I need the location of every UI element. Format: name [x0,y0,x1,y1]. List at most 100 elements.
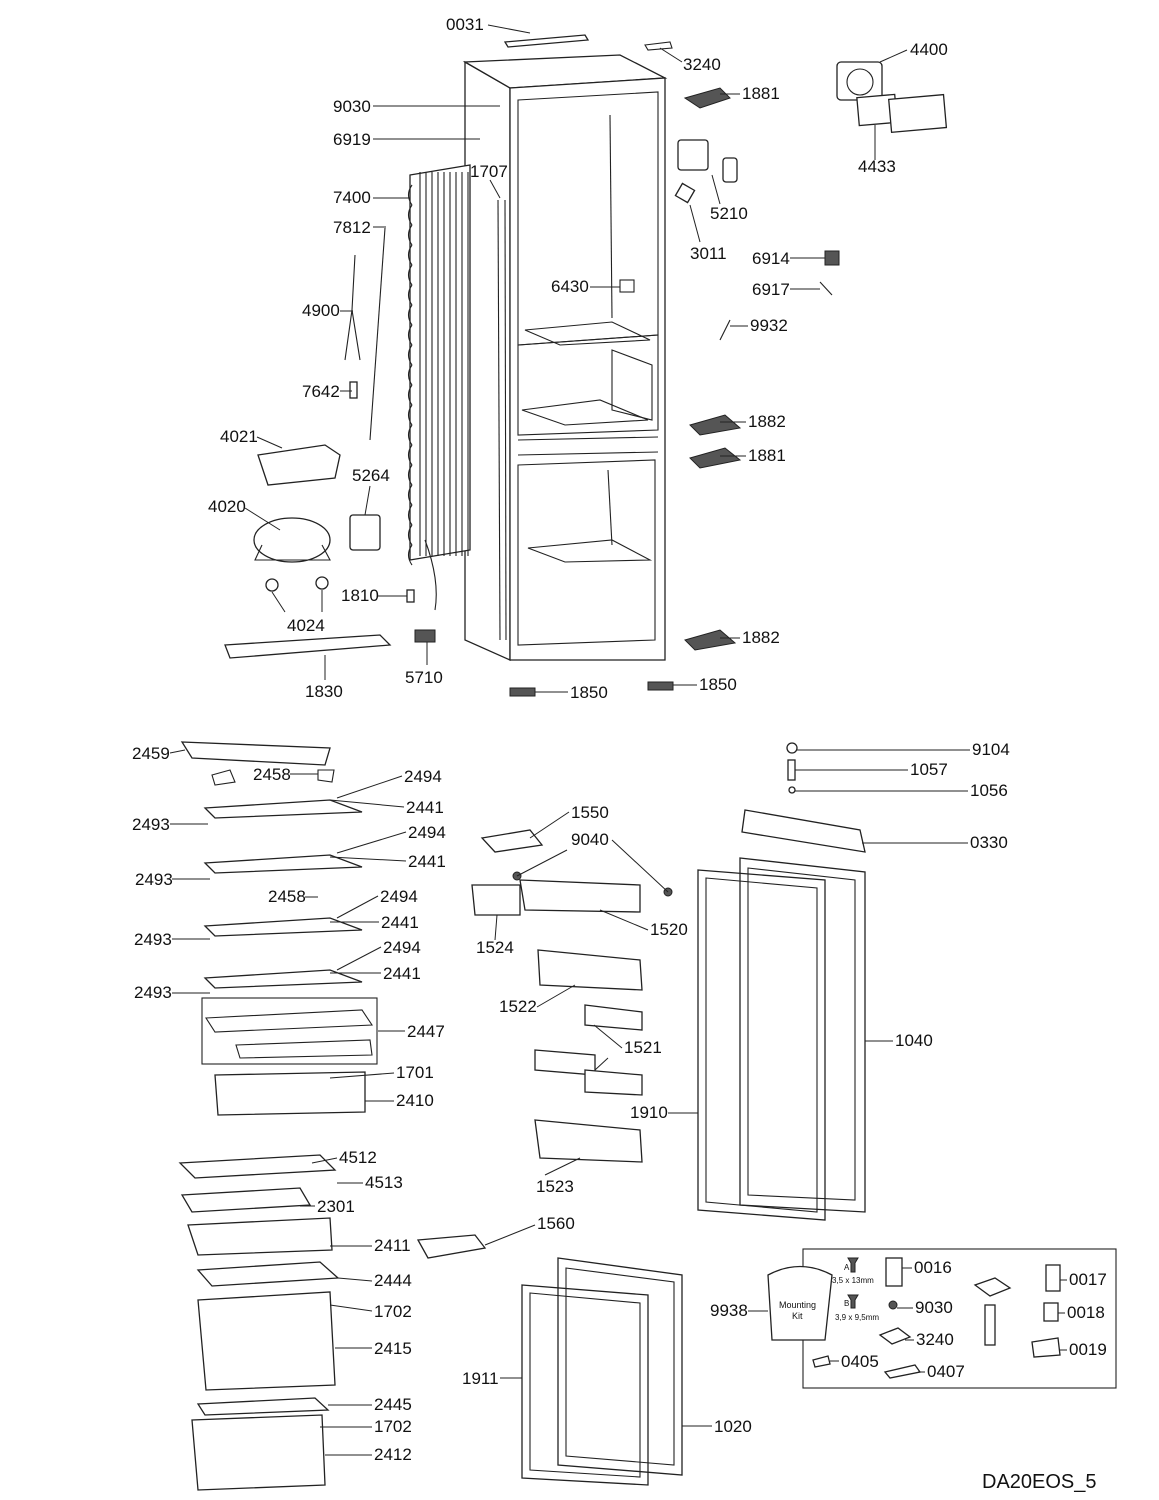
capillary-tube [369,227,386,441]
label-1882b: 1882 [742,628,780,647]
label-2447: 2447 [407,1022,445,1041]
sensor-6914 [824,250,840,266]
leader-line [311,1157,338,1164]
screw-a-size: 3,5 x 13mm [832,1276,874,1285]
glass-shelf-a [203,799,363,819]
label-5264: 5264 [352,466,390,485]
label-1524: 1524 [476,938,514,957]
label-1020: 1020 [714,1417,752,1436]
label-2441d: 2441 [383,964,421,983]
label-7642: 7642 [302,382,340,401]
drip-tray [257,444,341,486]
label-2493b: 2493 [135,870,173,889]
bin-1521a [584,1004,643,1031]
leader-line [256,436,283,449]
freezer-door-1020 [557,1257,683,1476]
label-1707: 1707 [470,162,508,181]
label-1810: 1810 [341,586,379,605]
label-1881a: 1881 [742,84,780,103]
label-4020: 4020 [208,497,246,516]
shelf-2447-b [235,1039,373,1059]
leader-line [487,24,531,34]
leader-line [611,839,669,893]
label-0031: 0031 [446,15,484,34]
label-2441a: 2441 [406,798,444,817]
relay-5264 [349,514,381,551]
leader-line [329,1072,395,1079]
label-1522: 1522 [499,997,537,1016]
leader-line [536,984,576,1008]
leader-line [494,914,498,941]
coil-bend [407,504,413,526]
coil-bend [407,344,413,366]
label-5710: 5710 [405,668,443,687]
label-4900: 4900 [302,301,340,320]
coil-bend [407,284,413,306]
coil-bend [407,264,413,286]
screw-a-icon [847,1257,859,1273]
fridge-door-1040 [739,857,866,1213]
label-0407: 0407 [927,1362,965,1381]
pin-1057 [787,759,796,781]
label-2494a: 2494 [404,767,442,786]
foot-1850a [509,687,536,697]
bin-1523 [534,1119,643,1163]
condenser-coil [407,164,471,566]
leader-line [659,47,683,63]
drawer-2415 [197,1291,336,1391]
label-6430: 6430 [551,277,589,296]
part-0405 [812,1355,831,1368]
label-5210: 5210 [710,204,748,223]
screw-b-icon [847,1294,859,1309]
label-0018: 0018 [1067,1303,1105,1322]
label-9104: 9104 [972,740,1010,759]
label-2412: 2412 [374,1445,412,1464]
coil-bend [407,544,413,566]
coil-bend [407,524,413,546]
label-2441c: 2441 [381,913,419,932]
label-2458b: 2458 [268,887,306,906]
leader-line [337,1277,373,1282]
base-rail-1830 [224,634,392,659]
screw-b-letter: B [844,1299,849,1308]
hinge-top [683,87,731,109]
leader-lines [169,24,1067,1456]
leader-line [244,507,281,531]
leader-line [593,1024,623,1049]
label-1882a: 1882 [748,412,786,431]
label-2494d: 2494 [383,938,421,957]
top-trim [503,34,590,48]
door-gasket-1910 [697,869,826,1221]
label-4021: 4021 [220,427,258,446]
part-0018 [1043,1302,1059,1322]
label-2493a: 2493 [132,815,170,834]
label-1521: 1521 [624,1038,662,1057]
label-9938: 9938 [710,1301,748,1320]
cover-2444 [196,1261,340,1287]
label-4024: 4024 [287,616,325,635]
leader-line [329,856,407,862]
coil-bend [407,224,413,246]
cap-1810 [406,589,415,603]
part-labels: 0031324044009030188169191707740078124433… [132,15,1107,1464]
label-1520: 1520 [650,920,688,939]
label-2494c: 2494 [380,887,418,906]
screw-a-letter: A [844,1263,850,1272]
bush-9104 [786,742,798,754]
leader-line [271,591,286,613]
leader-line [336,831,407,854]
coil-bend [407,184,413,206]
leader-line [594,1057,609,1071]
kit-bag-label-2: Kit [792,1311,803,1321]
label-2444: 2444 [374,1271,412,1290]
pin-6917 [819,281,833,296]
label-2411: 2411 [374,1236,411,1255]
coil-bend [407,244,413,266]
compressor [253,517,331,563]
part-0017 [1045,1264,1061,1292]
cover-4512 [178,1154,337,1179]
label-2410: 2410 [396,1091,434,1110]
leader-line [336,946,382,971]
leader-line [516,849,568,877]
